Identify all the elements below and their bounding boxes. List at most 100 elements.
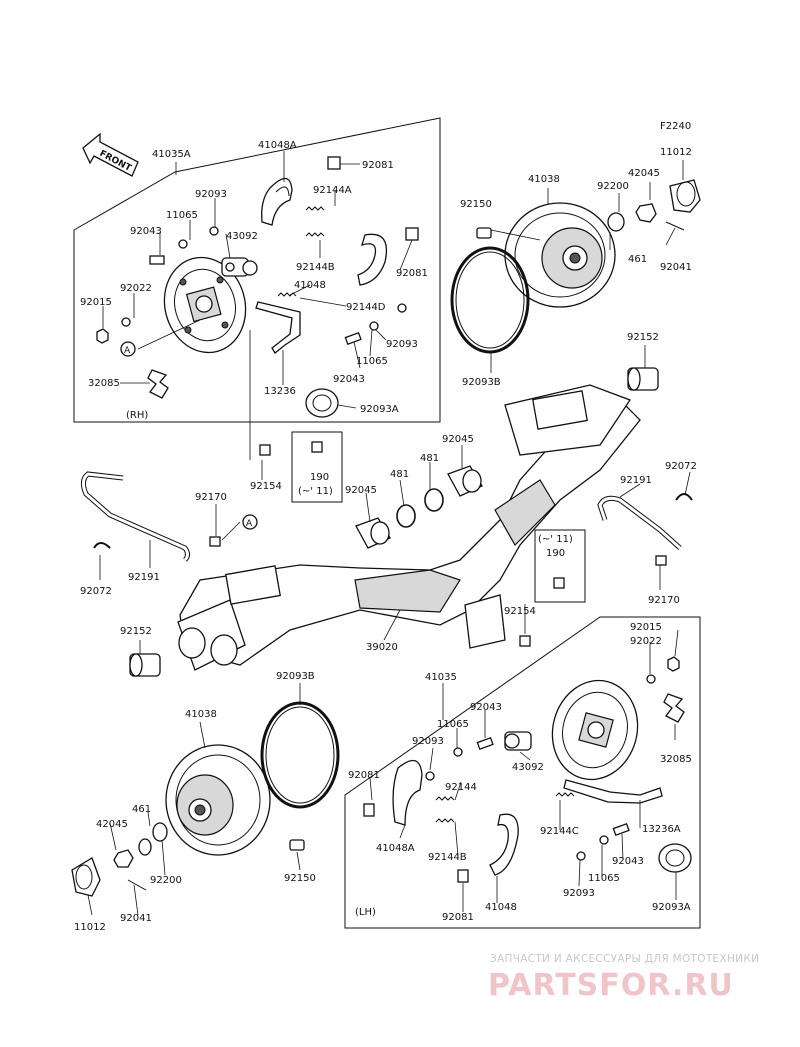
callout-a-mid [242, 514, 258, 530]
part-92144A: 92144A [313, 185, 352, 196]
part-92200-top: 92200 [597, 181, 629, 192]
part-92154-bottom: 92154 [504, 606, 536, 617]
part-42045-top: 42045 [628, 168, 660, 179]
part-481-right: 481 [420, 453, 439, 464]
hose-right [597, 495, 682, 550]
part-92191-left: 92191 [128, 572, 160, 583]
part-92043-mid: 92043 [333, 374, 365, 385]
lh-lever [563, 779, 663, 804]
part-92170-left: 92170 [195, 492, 227, 503]
part-32085-bottom: 32085 [660, 754, 692, 765]
part-92152-top: 92152 [627, 332, 659, 343]
part-92081-bottom1: 92081 [348, 770, 380, 781]
callout-a-mid-label: A [246, 519, 253, 529]
rh-detail-panel [73, 117, 441, 423]
part-190-bottom: 190 [546, 548, 565, 559]
hub-parts-bottom [71, 822, 305, 897]
part-92093-bottom2: 92093 [563, 888, 595, 899]
part-41048A-bottom: 41048A [376, 843, 415, 854]
part-39020: 39020 [366, 642, 398, 653]
part-41035: 41035 [425, 672, 457, 683]
part-92144B-bottom: 92144B [428, 852, 467, 863]
lh-backing-plate [551, 679, 639, 781]
part-42045-bottom: 42045 [96, 819, 128, 830]
part-92015-bottom: 92015 [630, 622, 662, 633]
part-41048A-top: 41048A [258, 140, 297, 151]
part-92093-bottom: 92093 [412, 736, 444, 747]
bolt-box-bottom [534, 529, 586, 603]
front-arrow-icon: FRONT [82, 132, 139, 177]
part-92022-bottom: 92022 [630, 636, 662, 647]
figure-id: F2240 [660, 121, 691, 132]
part-11065-bottom2: 11065 [588, 873, 620, 884]
part-92200-bottom: 92200 [150, 875, 182, 886]
lh-brake-shoe-front [392, 759, 423, 826]
part-11065-bottom: 11065 [437, 719, 469, 730]
part-92093-top: 92093 [195, 189, 227, 200]
part-92154-top: 92154 [250, 481, 282, 492]
spacer-bottom [129, 653, 161, 677]
lh-detail-panel [344, 616, 701, 929]
bolt-92154-bottom [519, 635, 531, 647]
part-92144B-top: 92144B [296, 262, 335, 273]
clamp-left [93, 542, 111, 549]
lh-wheel-cylinder [504, 731, 532, 751]
rh-wheel-cylinder [221, 257, 258, 277]
part-92093B-top: 92093B [462, 377, 501, 388]
spacer-top [627, 367, 659, 391]
part-190-top-note: (~' 11) [298, 486, 333, 497]
lh-brake-shoe-rear [489, 813, 519, 876]
part-41048-bottom: 41048 [485, 902, 517, 913]
seal-ring-top [450, 246, 530, 354]
drum-bottom [165, 744, 271, 856]
rh-clip [147, 369, 169, 399]
rh-pins-and-washers [96, 156, 419, 345]
part-11065-mid: 11065 [356, 356, 388, 367]
lh-clip [663, 693, 685, 723]
part-461-top: 461 [628, 254, 647, 265]
leader-lines [87, 151, 691, 916]
rh-backing-plate [163, 256, 247, 354]
part-92015-top: 92015 [80, 297, 112, 308]
seal-ring-bottom [260, 701, 340, 809]
part-92072-left: 92072 [80, 586, 112, 597]
clip-right [655, 555, 667, 566]
part-92191-right: 92191 [620, 475, 652, 486]
part-481-left: 481 [390, 469, 409, 480]
ring-481-left [396, 504, 416, 528]
part-13236: 13236 [264, 386, 296, 397]
watermark-brand: PARTSFOR.RU [488, 968, 734, 1003]
hub-parts-top [476, 179, 701, 239]
part-92045-left: 92045 [345, 485, 377, 496]
part-92093A-top: 92093A [360, 404, 399, 415]
rh-lever [255, 301, 301, 354]
part-92093B-bottom: 92093B [276, 671, 315, 682]
lh-springs [435, 792, 575, 823]
rh-brake-shoe-rear [357, 233, 388, 286]
bushing-right [447, 465, 483, 497]
part-92144: 92144 [445, 782, 477, 793]
part-92093A-bottom: 92093A [652, 902, 691, 913]
bolt-92154-top [259, 444, 271, 456]
part-41035A: 41035A [152, 149, 191, 160]
part-92043-top: 92043 [130, 226, 162, 237]
part-92081-top2: 92081 [396, 268, 428, 279]
drum-top [504, 202, 616, 308]
bushing-left [355, 517, 391, 549]
axle-housing [177, 384, 641, 671]
rh-cap [305, 388, 339, 418]
lh-cap [658, 843, 692, 873]
callout-a-top [120, 341, 136, 357]
part-92081-top1: 92081 [362, 160, 394, 171]
part-32085-top: 32085 [88, 378, 120, 389]
part-92152-bottom: 92152 [120, 626, 152, 637]
panel-label-rh: (RH) [126, 410, 148, 421]
part-92041-top: 92041 [660, 262, 692, 273]
part-92144D: 92144D [346, 302, 386, 313]
bolt-box-top [291, 431, 343, 503]
part-92150-top: 92150 [460, 199, 492, 210]
clip-left [209, 536, 221, 547]
part-11012-top: 11012 [660, 147, 692, 158]
